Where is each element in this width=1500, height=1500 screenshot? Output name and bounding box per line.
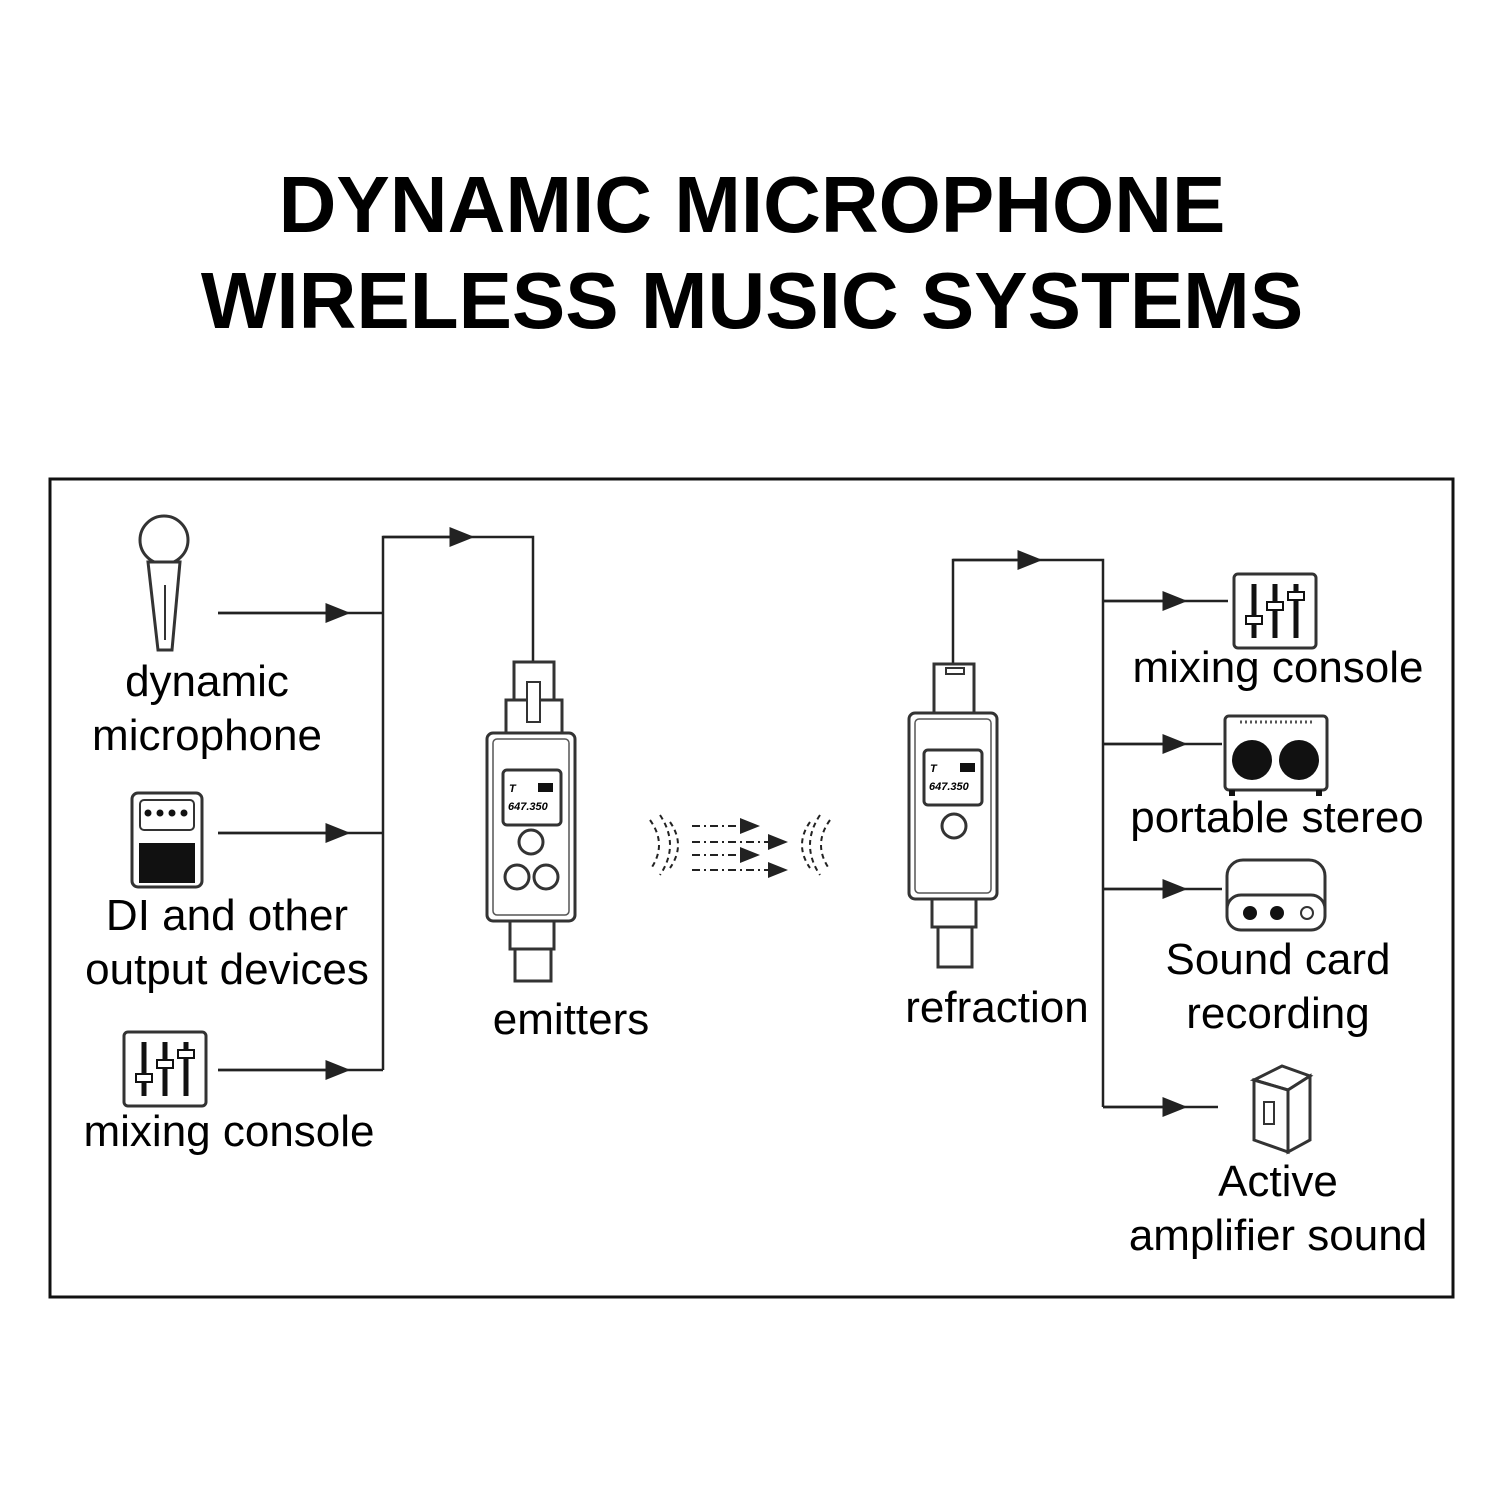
wireless-signal-icon: [649, 814, 831, 878]
speaker-icon: [1249, 1064, 1314, 1155]
input-label-di-2: output devices: [85, 945, 369, 994]
emitter-device: T 647.350: [485, 660, 577, 983]
emitter-frequency: 647.350: [508, 801, 549, 813]
mixing-console-icon: [124, 1032, 206, 1106]
emitter-channel: T: [509, 783, 517, 795]
output-label-portable-stereo: portable stereo: [1130, 793, 1424, 842]
input-wiring: [218, 527, 535, 1080]
receiver-device: T 647.350: [907, 662, 999, 969]
microphone-icon: [138, 514, 190, 652]
input-label-di-1: DI and other: [106, 891, 348, 940]
output-label-speaker-1: Active: [1218, 1157, 1338, 1206]
receiver-channel: T: [930, 763, 938, 775]
output-wiring: [951, 550, 1228, 1117]
portable-stereo-icon: [1223, 714, 1329, 796]
mixing-console-icon: [1234, 574, 1316, 648]
output-label-sound-card-2: recording: [1186, 989, 1369, 1038]
title-line-1: DYNAMIC MICROPHONE: [279, 160, 1226, 249]
input-label-mixing-console: mixing console: [83, 1107, 374, 1156]
output-label-speaker-2: amplifier sound: [1129, 1211, 1427, 1260]
output-label-sound-card-1: Sound card: [1165, 935, 1390, 984]
diagram-frame: [48, 477, 1455, 1299]
sound-card-icon: [1225, 858, 1327, 932]
output-label-mixing-console: mixing console: [1132, 643, 1423, 692]
receiver-frequency: 647.350: [929, 781, 970, 793]
title-line-2: WIRELESS MUSIC SYSTEMS: [201, 256, 1303, 345]
input-label-microphone-1: dynamic: [125, 657, 289, 706]
emitter-label: emitters: [493, 995, 649, 1044]
receiver-label: refraction: [905, 983, 1088, 1032]
input-label-microphone-2: microphone: [92, 711, 322, 760]
effects-pedal-icon: [130, 791, 204, 889]
